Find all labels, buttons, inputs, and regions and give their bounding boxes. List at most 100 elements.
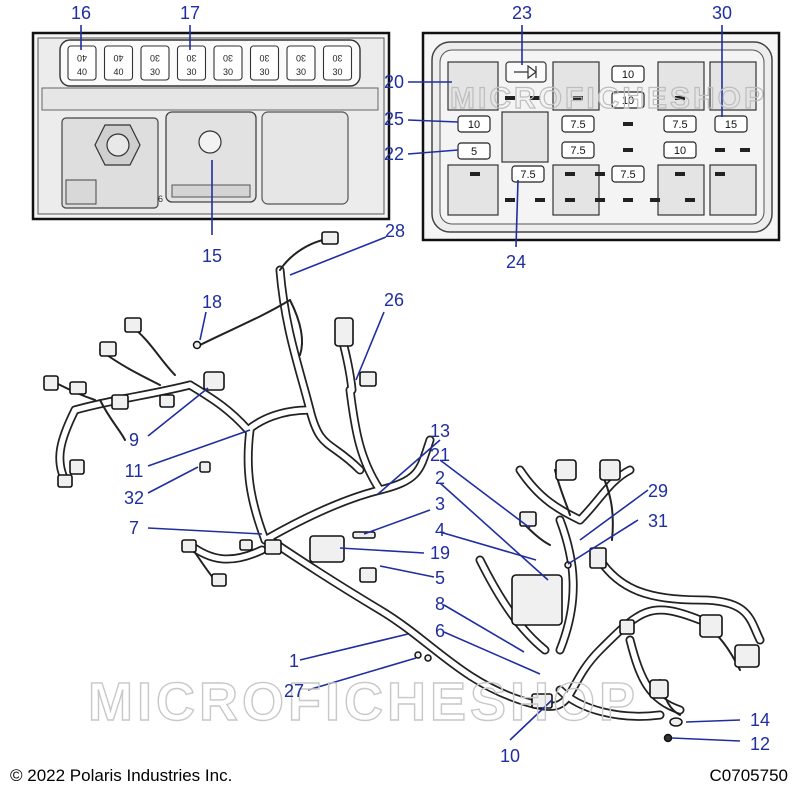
empty-fuse-slot — [470, 172, 480, 176]
right-fuse-4 — [457, 142, 491, 160]
callout-32: 32 — [124, 488, 144, 508]
empty-fuse-slot — [530, 96, 540, 100]
callout-20: 20 — [384, 72, 404, 92]
left-fuse-rating-bottom: 30 — [223, 67, 233, 77]
right-fuse-value: 7.5 — [672, 119, 687, 131]
left-fuse-1 — [67, 45, 97, 81]
callout-8: 8 — [435, 594, 445, 614]
right-fuse-7 — [663, 115, 697, 133]
left-fuse-rating-bottom: 30 — [296, 67, 306, 77]
left-fuse-rating-top: 30 — [296, 53, 306, 63]
callout-11: 11 — [125, 461, 144, 481]
left-fuse-3 — [140, 45, 170, 81]
left-fuse-4 — [176, 45, 207, 81]
right-fuse-9 — [611, 165, 645, 183]
copyright-notice: © 2022 Polaris Industries Inc. — [10, 766, 233, 785]
left-fuse-rating-top: 30 — [259, 53, 269, 63]
left-fuse-rating-top: 30 — [186, 53, 196, 63]
right-fuse-5 — [561, 115, 595, 133]
callout-7: 7 — [129, 518, 139, 538]
callout-16: 16 — [71, 3, 91, 23]
callout-29: 29 — [648, 481, 668, 501]
callout-24: 24 — [506, 252, 526, 272]
empty-fuse-slot — [565, 172, 575, 176]
callout-17: 17 — [180, 3, 200, 23]
right-fuse-value: 7.5 — [570, 145, 585, 157]
left-fuse-rating-bottom: 30 — [186, 67, 196, 77]
left-fuse-rating-top: 30 — [223, 53, 233, 63]
left-fuse-7 — [286, 45, 316, 81]
left-fuse-rating-bottom: 40 — [113, 67, 123, 77]
empty-fuse-slot — [623, 198, 633, 202]
empty-fuse-slot — [623, 148, 633, 152]
left-fuse-rating-top: 40 — [77, 53, 87, 63]
right-fuse-value: 10 — [674, 145, 686, 157]
callout-3: 3 — [435, 494, 445, 514]
left-fuse-8 — [322, 45, 353, 81]
left-fuse-2 — [103, 45, 134, 81]
callout-9: 9 — [129, 430, 139, 450]
right-fuse-value: 10 — [622, 95, 634, 107]
callout-15: 15 — [202, 246, 222, 266]
left-fuse-rating-bottom: 40 — [77, 67, 87, 77]
watermark: MICROFICHESHOP MICROFICHESHOP — [87, 81, 767, 732]
left-fuse-rating-bottom: 30 — [259, 67, 269, 77]
callout-25: 25 — [384, 109, 404, 129]
left-fuse-rating-bottom: 30 — [332, 67, 342, 77]
right-fuse-6 — [561, 141, 595, 159]
callout-5: 5 — [435, 568, 445, 588]
callout-31: 31 — [648, 511, 668, 531]
callout-26: 26 — [384, 290, 404, 310]
watermark-top: MICROFICHESHOP — [450, 82, 767, 115]
callout-13: 13 — [430, 421, 450, 441]
callout-30: 30 — [712, 3, 732, 23]
callout-28: 28 — [385, 221, 405, 241]
wiring-harness — [43, 231, 765, 743]
empty-fuse-slot — [623, 122, 633, 126]
left-fuse-rating-bottom: 30 — [150, 67, 160, 77]
callout-2: 2 — [435, 468, 445, 488]
empty-fuse-slot — [535, 198, 545, 202]
right-fuse-value: 7.5 — [620, 169, 635, 181]
empty-fuse-slot — [715, 148, 725, 152]
diagram-code: C0705750 — [709, 766, 788, 785]
right-fuse-value: 10 — [622, 69, 634, 81]
watermark-bottom: MICROFICHESHOP — [88, 672, 639, 732]
right-fuse-value: 15 — [725, 119, 737, 131]
right-fuse-value: 7.5 — [570, 119, 585, 131]
left-fuse-rating-top: 40 — [113, 53, 123, 63]
fuse-block-side-mark: 6 — [158, 194, 163, 204]
left-fuse-rating-top: 30 — [332, 53, 342, 63]
empty-fuse-slot — [740, 148, 750, 152]
left-fuse-5 — [213, 45, 243, 81]
leader-lines — [80, 25, 741, 742]
empty-fuse-slot — [565, 198, 575, 202]
empty-fuse-slot — [675, 96, 685, 100]
empty-fuse-slot — [573, 96, 583, 100]
right-fuse-1 — [611, 65, 645, 83]
right-fuse-value: 5 — [471, 146, 477, 158]
callout-19: 19 — [430, 543, 450, 563]
callout-1: 1 — [289, 651, 299, 671]
left-fuse-6 — [249, 45, 280, 81]
empty-fuse-slot — [505, 198, 515, 202]
empty-fuse-slot — [650, 198, 660, 202]
callout-4: 4 — [435, 520, 445, 540]
empty-fuse-slot — [675, 172, 685, 176]
right-fuse-3 — [457, 115, 491, 133]
callout-14: 14 — [750, 710, 770, 730]
empty-fuse-slot — [715, 172, 725, 176]
callout-numbers: 16 17 15 23 30 20 25 22 24 28 18 26 9 11… — [71, 3, 770, 766]
callout-12: 12 — [750, 734, 770, 754]
callout-22: 22 — [384, 144, 404, 164]
callout-27: 27 — [284, 681, 304, 701]
callout-6: 6 — [435, 621, 445, 641]
callout-18: 18 — [202, 292, 222, 312]
empty-fuse-slot — [595, 172, 605, 176]
empty-fuse-slot — [595, 198, 605, 202]
callout-10: 10 — [500, 746, 520, 766]
right-fuse-value: 7.5 — [520, 169, 535, 181]
